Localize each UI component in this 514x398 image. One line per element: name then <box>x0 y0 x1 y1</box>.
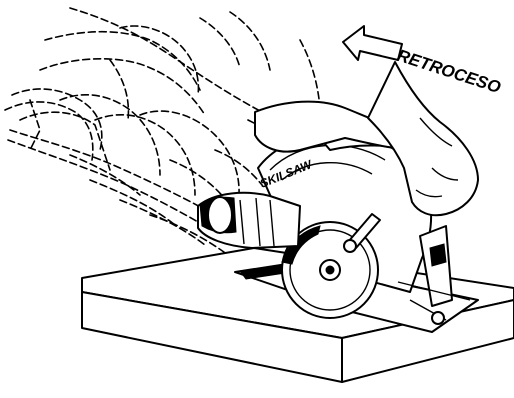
kickback-callout: RETROCESO <box>343 26 503 97</box>
left-up-outline-arrow-icon <box>343 26 402 60</box>
